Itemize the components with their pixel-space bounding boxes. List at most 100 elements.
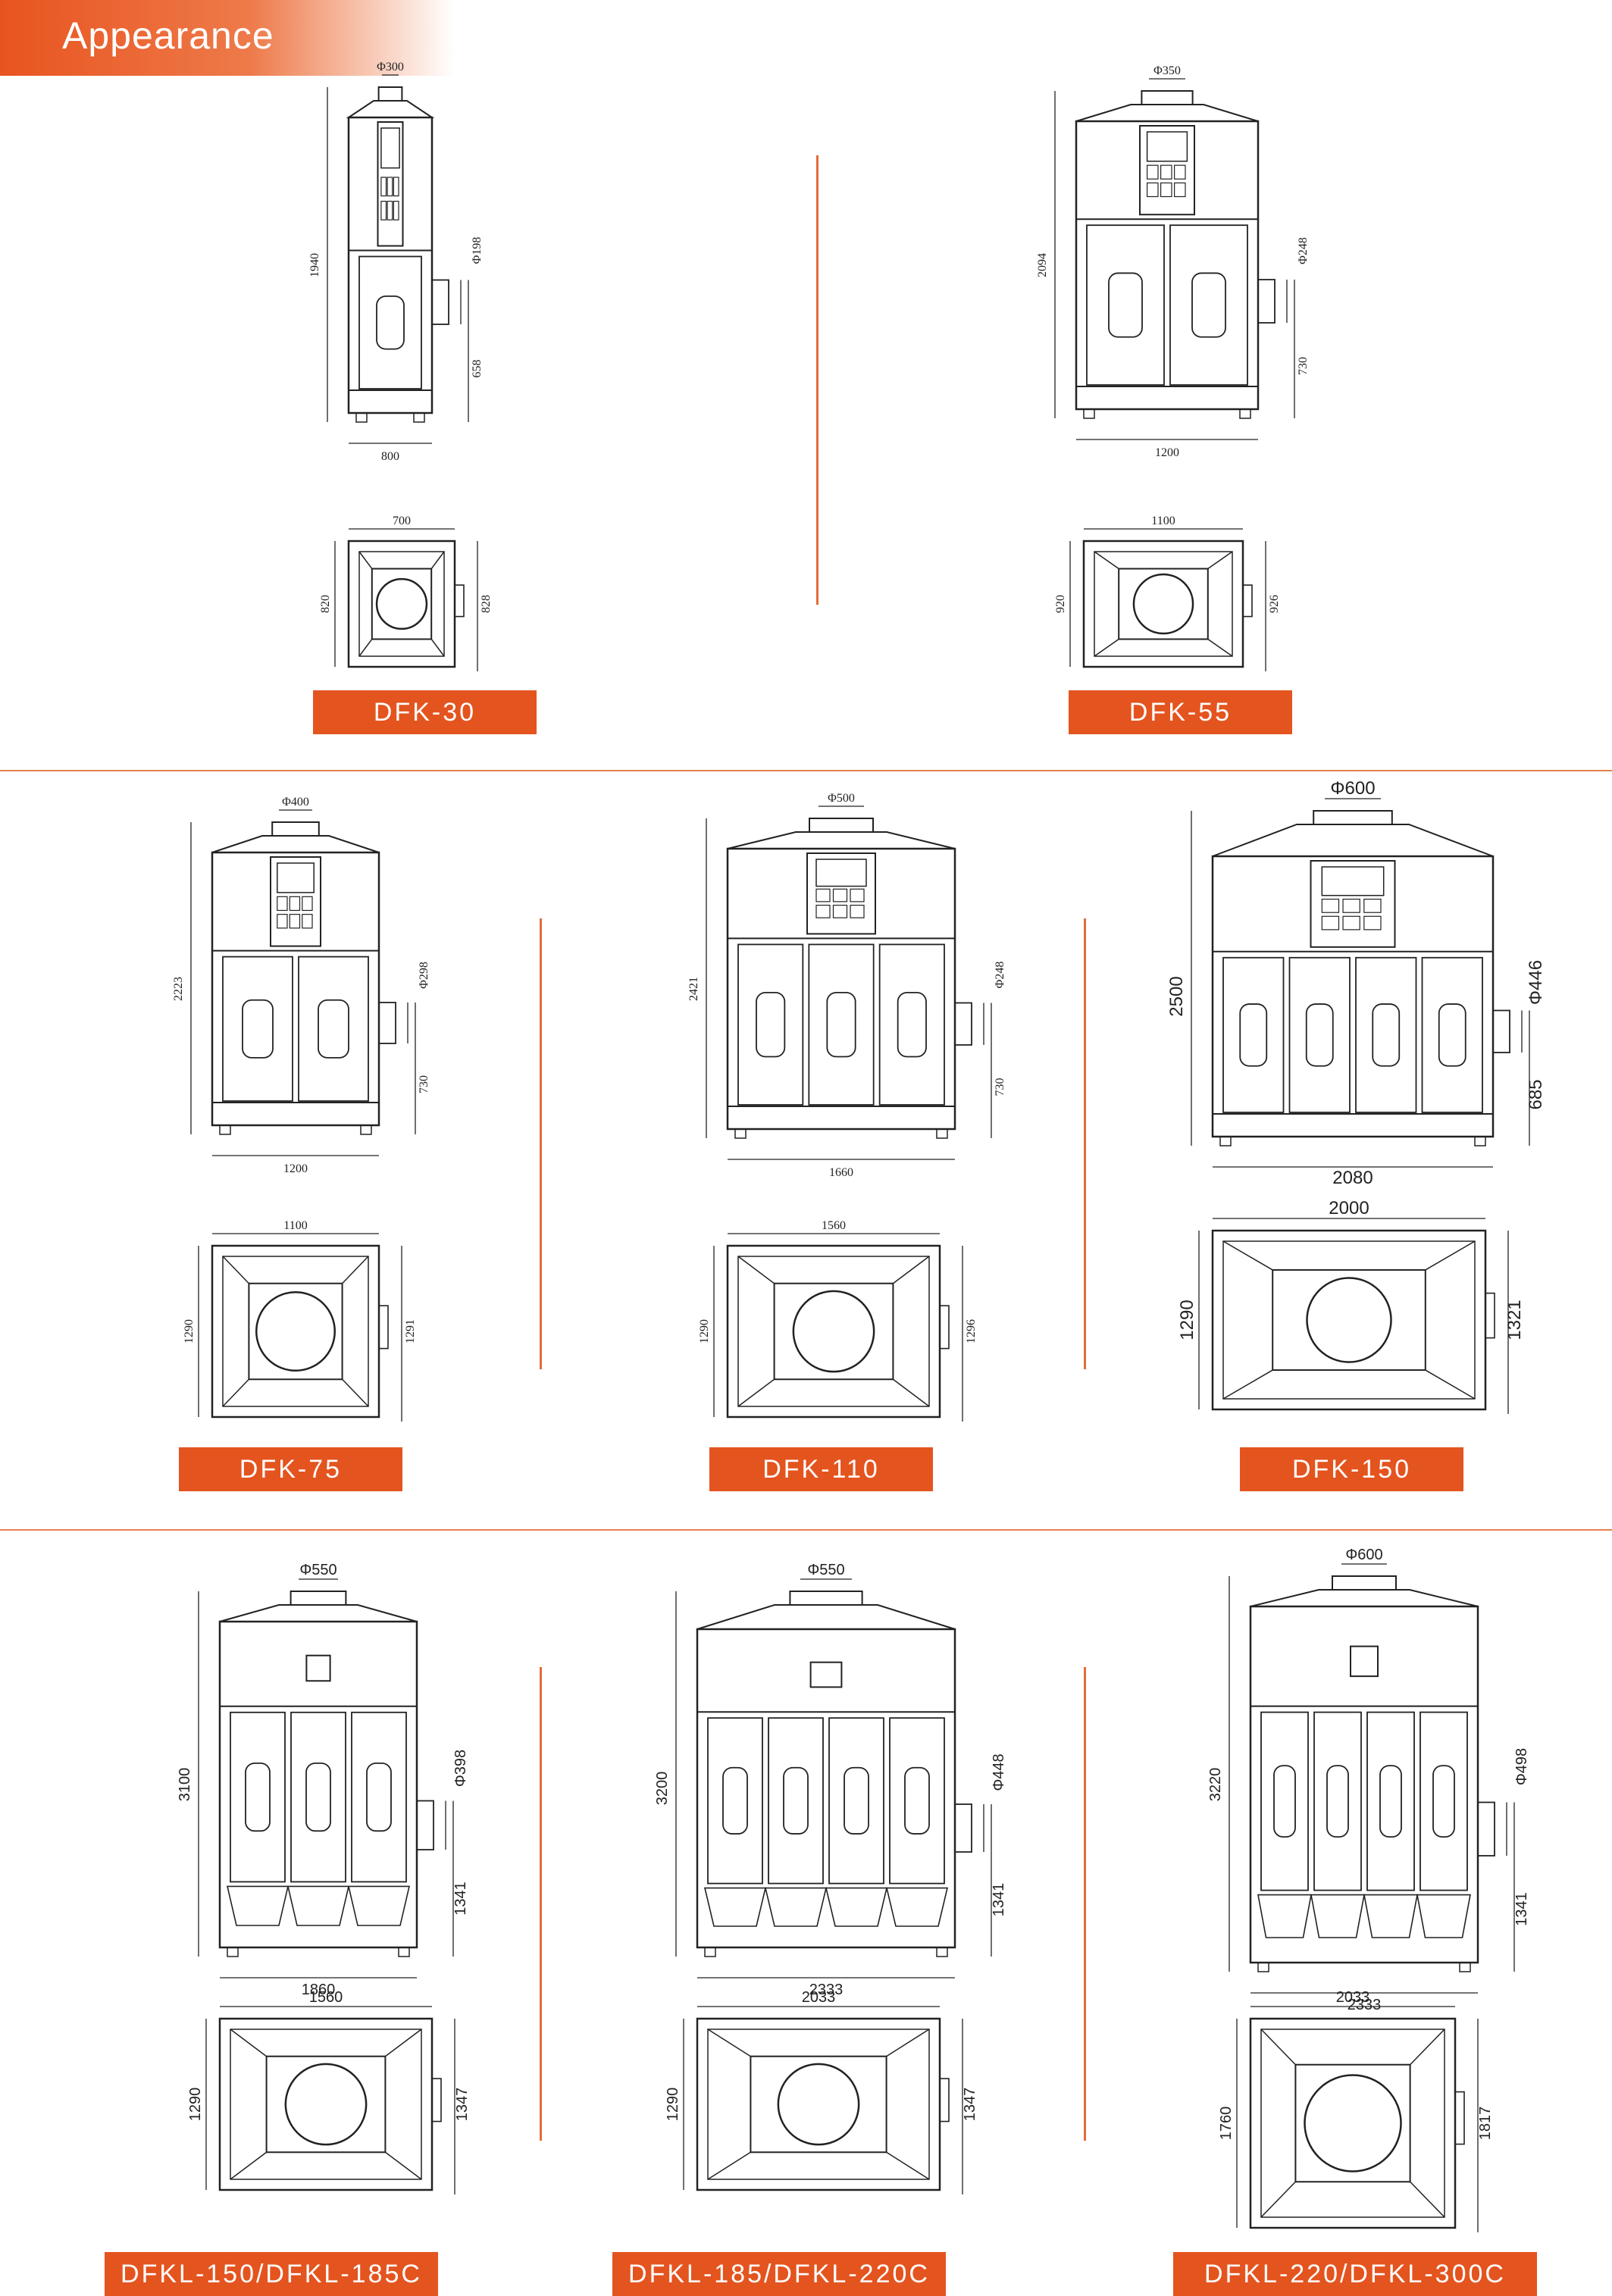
top-view-drawing: 700 820 828 [319, 515, 493, 671]
model-label: DFK-110 [709, 1447, 933, 1491]
front-view-drawing: 2500 2080 Φ600 685 Φ446 [1166, 778, 1546, 1188]
outlet-height-dimension: 1341 [991, 1883, 1007, 1917]
filter-door [1355, 956, 1417, 1113]
width-dimension: 1200 [1155, 446, 1179, 459]
filter-door [878, 943, 945, 1106]
depth-dimension: 1321 [1504, 1300, 1525, 1340]
width-dimension: 2033 [802, 1989, 836, 2006]
page-title: Appearance [62, 14, 274, 57]
filter-door [1169, 224, 1248, 386]
width-dimension: 1200 [283, 1162, 308, 1175]
width-dimension: 800 [381, 450, 399, 463]
width-dimension: 2080 [1332, 1168, 1373, 1188]
column-divider [816, 155, 819, 605]
height-dimension: 3200 [654, 1772, 671, 1806]
filter-door [351, 1711, 407, 1883]
height-dimension: 2094 [1036, 253, 1049, 277]
depth-dimension: 1817 [1477, 2107, 1494, 2141]
outlet-height-dimension: 730 [1297, 357, 1310, 375]
inlet-diameter: Φ300 [377, 61, 404, 74]
depth-dimension: 828 [480, 595, 493, 613]
inlet-diameter: Φ600 [1345, 1547, 1382, 1563]
width-dimension: 1660 [829, 1166, 853, 1179]
height-dimension: 3220 [1207, 1768, 1224, 1802]
fan-inlet-circle [777, 2063, 860, 2146]
depth-dimension: 1290 [1177, 1300, 1197, 1340]
filter-door [1222, 956, 1285, 1113]
depth-dimension: 1347 [962, 2088, 978, 2122]
depth-dimension: 1291 [404, 1319, 417, 1344]
depth-dimension: 1290 [665, 2088, 681, 2122]
logo [809, 1661, 843, 1688]
outlet-height-dimension: 1341 [1513, 1892, 1530, 1926]
outlet-height-dimension: 658 [471, 360, 484, 378]
width-dimension: 1100 [283, 1219, 307, 1232]
width-dimension: 1100 [1151, 515, 1175, 527]
column-divider [1084, 918, 1086, 1369]
filter-door [737, 943, 804, 1106]
height-dimension: 2500 [1166, 976, 1187, 1016]
width-dimension: 1560 [822, 1219, 846, 1232]
depth-dimension: 1296 [965, 1319, 978, 1344]
filter-door [358, 255, 422, 389]
inlet-diameter: Φ600 [1330, 778, 1375, 799]
top-view-drawing: 2033 1760 1817 [1218, 1989, 1494, 2232]
top-view-drawing: 2033 1290 1347 [665, 1989, 978, 2194]
filter-door [222, 956, 293, 1102]
depth-dimension: 926 [1268, 595, 1281, 613]
outlet-diameter: Φ398 [452, 1750, 469, 1787]
height-dimension: 2421 [687, 977, 700, 1001]
inlet-diameter: Φ400 [282, 796, 309, 809]
depth-dimension: 820 [319, 595, 332, 613]
filter-door [1288, 956, 1351, 1113]
hood-outline [211, 835, 380, 853]
depth-dimension: 920 [1054, 595, 1067, 613]
width-dimension: 2333 [809, 1982, 844, 1998]
filter-door [808, 943, 875, 1106]
model-label: DFK-75 [179, 1447, 402, 1491]
filter-door [230, 1711, 286, 1883]
model-label: DFKL-185/DFKL-220C [612, 2252, 946, 2296]
filter-door [1419, 1711, 1468, 1891]
column-divider [540, 918, 542, 1369]
width-dimension: 2033 [1336, 1989, 1370, 2006]
height-dimension: 2223 [172, 977, 185, 1001]
hood-outline [696, 1604, 956, 1630]
filter-door [298, 956, 369, 1102]
logo [1350, 1645, 1379, 1678]
filter-door [707, 1717, 763, 1885]
filter-door [768, 1717, 824, 1885]
filter-door [1260, 1711, 1309, 1891]
column-divider [1084, 1667, 1086, 2141]
fan-inlet-circle [1304, 2074, 1402, 2172]
model-label: DFK-55 [1069, 690, 1292, 734]
depth-dimension: 1290 [183, 1319, 196, 1344]
outlet-diameter: Φ248 [1297, 237, 1310, 264]
outlet-diameter: Φ446 [1526, 960, 1546, 1005]
outlet-height-dimension: 730 [418, 1075, 430, 1093]
filter-door [1086, 224, 1165, 386]
hood-outline [1075, 104, 1259, 122]
depth-dimension: 1760 [1218, 2107, 1235, 2141]
filter-door [1366, 1711, 1415, 1891]
outlet-diameter: Φ298 [418, 962, 430, 989]
outlet-height-dimension: 685 [1526, 1079, 1546, 1109]
depth-dimension: 1290 [187, 2088, 204, 2122]
outlet-diameter: Φ248 [994, 962, 1006, 989]
fan-inlet-circle [1132, 573, 1194, 635]
width-dimension: 2000 [1329, 1198, 1369, 1218]
outlet-height-dimension: 1341 [452, 1882, 469, 1916]
filter-door [889, 1717, 945, 1885]
fan-inlet-circle [792, 1290, 875, 1373]
model-label: DFK-30 [313, 690, 537, 734]
height-dimension: 1940 [308, 253, 321, 277]
model-label: DFK-150 [1240, 1447, 1463, 1491]
top-view-drawing: 2000 1290 1321 [1177, 1198, 1525, 1414]
width-dimension: 700 [393, 515, 411, 527]
row-divider-2 [0, 1529, 1612, 1531]
